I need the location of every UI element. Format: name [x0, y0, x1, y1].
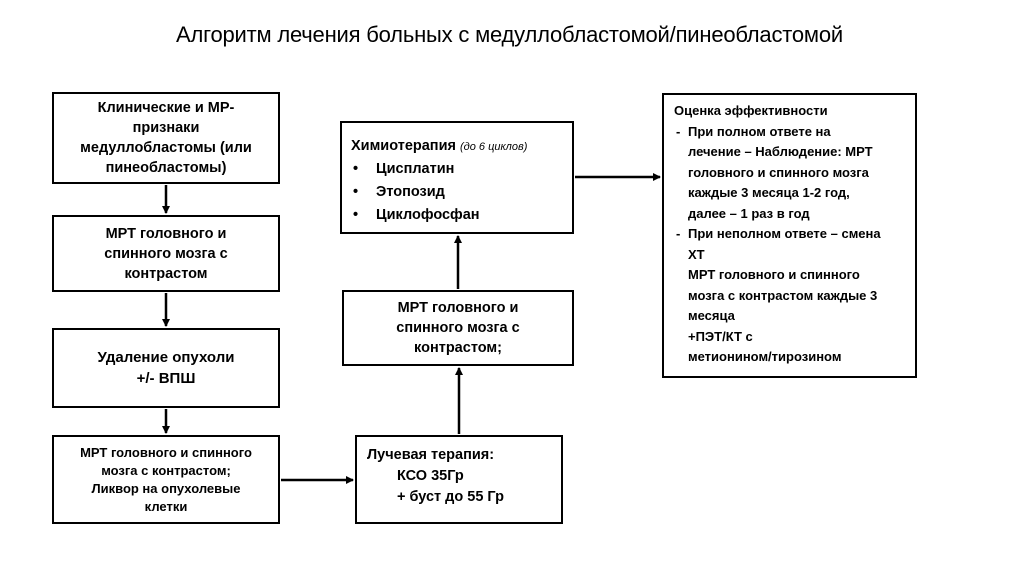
page-title: Алгоритм лечения больных с медуллобласто…	[176, 22, 843, 47]
evaluation-item-line: мозга с контрастом каждые 3	[688, 287, 878, 303]
evaluation-item-line: головного и спинного мозга	[688, 164, 869, 180]
box-text-line: спинного мозга с	[104, 245, 228, 262]
chemo-title: Химиотерапия	[351, 138, 456, 154]
evaluation-item-line: лечение – Наблюдение: МРТ	[688, 144, 873, 159]
box-text-line: Удаление опухоли	[97, 349, 235, 366]
evaluation-item-line: МРТ головного и спинного	[688, 267, 860, 282]
box-clinical-signs: Клинические и МР- признаки медуллобласто…	[52, 92, 280, 184]
evaluation-item-line: +ПЭТ/КТ с	[688, 328, 753, 344]
evaluation-item-line: ХТ	[688, 246, 705, 262]
chemo-drug-list: Цисплатин Этопозид Циклофосфан	[351, 158, 572, 227]
box-text-line: контрастом;	[414, 340, 502, 356]
chemo-drug: Цисплатин	[351, 158, 572, 181]
box-text-line: признаки	[132, 120, 200, 136]
radiation-heading: Лучевая терапия:	[367, 447, 495, 463]
box-text-line: МРТ головного и	[397, 300, 519, 316]
box-efficacy-evaluation: Оценка эффективности При полном ответе н…	[662, 93, 917, 378]
evaluation-item-line: При неполном ответе – смена	[674, 224, 911, 245]
evaluation-item-line: месяца	[688, 308, 735, 323]
chemo-heading: Химиотерапия (до 6 циклов)	[351, 135, 572, 158]
box-text-line: +/- ВПШ	[136, 370, 196, 387]
box-tumor-removal: Удаление опухоли +/- ВПШ	[52, 328, 280, 408]
box-text-line: медуллобластомы (или	[80, 140, 252, 156]
box-text-line: МРТ головного и спинного	[80, 444, 252, 460]
box-text-line: клетки	[144, 498, 188, 514]
evaluation-item-line: каждые 3 месяца 1-2 год,	[688, 185, 850, 200]
evaluation-item-line: далее – 1 раз в год	[688, 205, 810, 221]
box-text-line: Ликвор на опухолевые	[91, 480, 241, 496]
chemo-drug: Циклофосфан	[351, 204, 572, 227]
box-text-line: пинеобластомы)	[105, 160, 227, 176]
box-mri-first: МРТ головного и спинного мозга с контрас…	[52, 215, 280, 292]
radiation-dose-boost: + буст до 55 Гр	[397, 489, 504, 505]
box-mri-csf: МРТ головного и спинного мозга с контрас…	[52, 435, 280, 524]
box-radiation-therapy: Лучевая терапия: КСО 35Гр + буст до 55 Г…	[355, 435, 563, 524]
box-text-line: мозга с контрастом;	[101, 462, 231, 478]
box-text-line: МРТ головного и	[105, 225, 227, 242]
box-text-line: Клинические и МР-	[97, 100, 235, 116]
box-text-line: контрастом	[124, 265, 208, 282]
box-text-line: спинного мозга с	[396, 320, 520, 336]
radiation-dose-cso: КСО 35Гр	[397, 468, 464, 484]
box-chemotherapy: Химиотерапия (до 6 циклов) Цисплатин Это…	[340, 121, 574, 234]
chemo-drug: Этопозид	[351, 181, 572, 204]
evaluation-item-line: При полном ответе на	[674, 122, 911, 143]
evaluation-heading: Оценка эффективности	[674, 103, 828, 118]
evaluation-item-line: метионином/тирозином	[688, 349, 842, 364]
chemo-cycles-note: (до 6 циклов)	[459, 141, 528, 153]
box-mri-second: МРТ головного и спинного мозга с контрас…	[342, 290, 574, 366]
